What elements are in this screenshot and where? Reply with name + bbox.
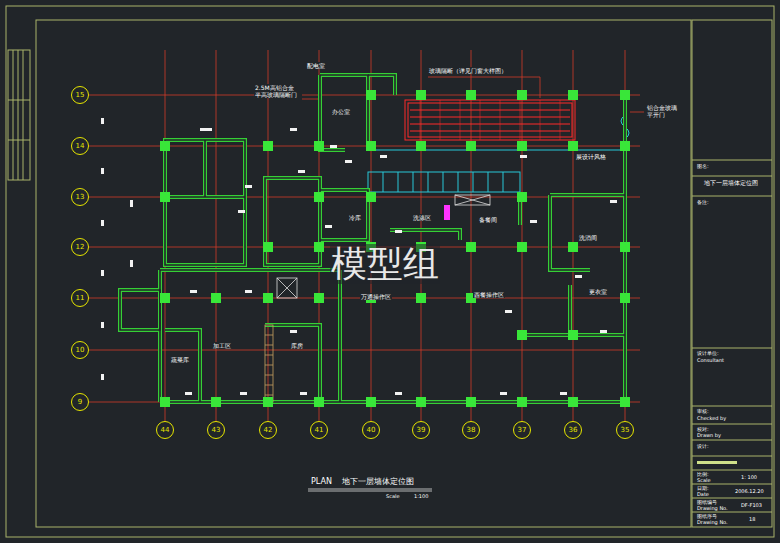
axis-number: 38	[467, 427, 476, 434]
axis-number: 37	[518, 427, 527, 434]
room-name: 更衣室	[588, 288, 608, 295]
title-block-field: 图名:	[696, 163, 710, 169]
room-name: 蔬菜库	[170, 356, 190, 363]
axis-number: 42	[264, 427, 273, 434]
room-name: 洗涤区	[412, 214, 432, 221]
structural-columns	[160, 90, 630, 407]
grid-lines	[89, 50, 640, 421]
title-block-field: Scale	[696, 477, 711, 483]
axis-number: 12	[76, 244, 85, 251]
drawing-title: PLAN 地下一层墙体定位图	[310, 477, 415, 487]
axis-number: 40	[367, 427, 376, 434]
note: 铝合金玻璃 平开门	[646, 104, 682, 118]
note: 2.5M高铝合金 半高玻璃隔断门	[254, 84, 302, 98]
axis-number: 11	[76, 295, 85, 302]
grid-axis-bubble: 36	[564, 421, 582, 439]
axis-number: 41	[315, 427, 324, 434]
axis-number: 35	[621, 427, 630, 434]
title-underline	[308, 489, 432, 491]
title-block-value: 2006.12.20	[734, 488, 765, 494]
title-block-value: 地下一层墙体定位图	[703, 179, 759, 186]
grid-axis-bubble: 11	[71, 289, 89, 307]
title-block-value: 18	[748, 516, 756, 522]
dimension-marks	[101, 118, 617, 395]
room-name: 洗消间	[578, 234, 598, 241]
grid-axis-bubble: 10	[71, 341, 89, 359]
axis-number: 13	[76, 194, 85, 201]
room-name: 展设计风格	[575, 153, 607, 160]
title-block-field: 设计单位:	[696, 350, 720, 356]
grid-axis-bubble: 39	[412, 421, 430, 439]
axis-number: 36	[569, 427, 578, 434]
grid-axis-bubble: 37	[513, 421, 531, 439]
scale-value: 1:100	[413, 493, 429, 499]
title-block-field: Date	[696, 491, 710, 497]
grid-axis-bubble: 12	[71, 238, 89, 256]
title-block-field: 备注:	[696, 199, 710, 205]
axis-number: 9	[78, 399, 82, 406]
title-block-field: 设计:	[696, 443, 710, 449]
title-block-field: 审核:	[696, 408, 710, 414]
room-name: 加工区	[212, 342, 232, 349]
wall	[120, 75, 630, 402]
magenta-fixture	[444, 205, 450, 220]
watermark: 模型组	[330, 244, 440, 284]
grid-axis-bubble: 44	[156, 421, 174, 439]
room-name: 备餐间	[478, 216, 498, 223]
axis-number: 15	[76, 92, 85, 99]
title-block-bar	[697, 461, 737, 464]
grid-axis-bubble: 14	[71, 137, 89, 155]
drawing-frame	[6, 6, 774, 537]
room-name: 配电室	[306, 62, 326, 69]
title-block-field: Checked by	[696, 415, 727, 421]
room-name: 万通操作区	[360, 293, 392, 300]
axis-number: 44	[161, 427, 170, 434]
axis-number: 14	[76, 143, 85, 150]
grid-axis-bubble: 40	[362, 421, 380, 439]
room-name: 冷库	[348, 214, 362, 221]
room-name: 办公室	[331, 108, 351, 115]
title-block-field: Drawing No.	[696, 505, 729, 511]
grid-axis-bubble: 42	[259, 421, 277, 439]
title-block-field: Drawing No.	[696, 519, 729, 525]
note: 玻璃隔断（详见门窗大样图）	[428, 67, 508, 74]
room-name: 西餐操作区	[473, 291, 505, 298]
grid-axis-bubble: 35	[616, 421, 634, 439]
scale-label: Scale	[385, 493, 400, 499]
leader-lines	[302, 77, 644, 112]
fixtures	[265, 195, 490, 402]
title-block-field: Consultant	[696, 357, 725, 363]
grid-axis-bubble: 9	[71, 393, 89, 411]
escalator	[405, 100, 575, 140]
axis-number: 10	[76, 347, 85, 354]
title-block-field: Drawn by	[696, 432, 722, 438]
axis-number: 39	[417, 427, 426, 434]
room-name: 库房	[290, 342, 304, 349]
glass-partition	[368, 115, 629, 192]
grid-axis-bubble: 38	[462, 421, 480, 439]
grid-axis-bubble: 13	[71, 188, 89, 206]
wall-core	[120, 75, 630, 402]
grid-axis-bubble: 41	[310, 421, 328, 439]
axis-number: 43	[212, 427, 221, 434]
title-block-value: DF-F103	[740, 502, 763, 508]
grid-axis-bubble: 43	[207, 421, 225, 439]
grid-axis-bubble: 15	[71, 86, 89, 104]
title-block-value: 1: 100	[740, 474, 758, 480]
